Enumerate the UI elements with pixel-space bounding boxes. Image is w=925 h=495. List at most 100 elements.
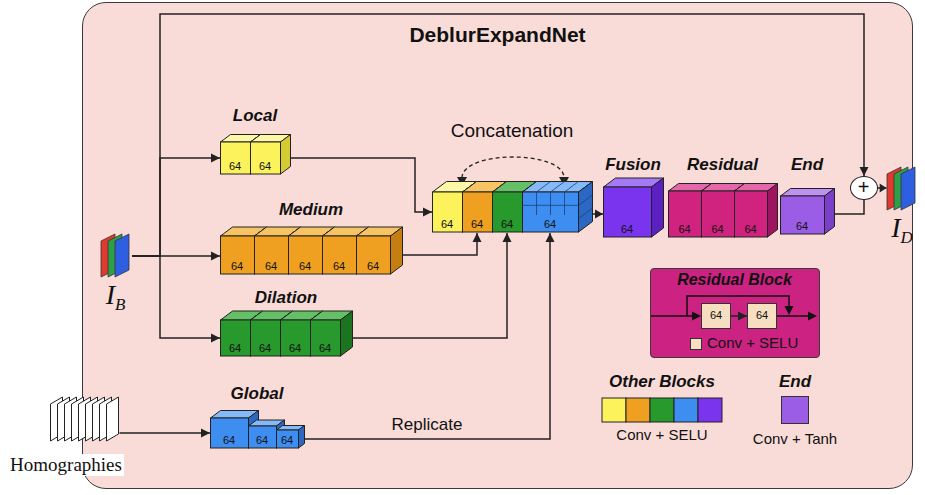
cube-side <box>298 425 304 448</box>
cube-front <box>701 191 734 237</box>
arrow-head <box>211 251 220 260</box>
cube-front <box>276 430 298 448</box>
grid-line <box>564 192 565 215</box>
inset-heading: Residual Block <box>651 271 819 289</box>
channel-count: 64 <box>780 220 824 233</box>
concat-stack: Concatenation64646464 <box>432 120 593 233</box>
channel-count: 64 <box>432 218 462 231</box>
arrow-head <box>545 233 554 242</box>
channel-count: 64 <box>734 223 767 236</box>
channel-count: 64 <box>254 260 288 273</box>
cube-front <box>492 192 522 232</box>
arrow-head <box>808 312 817 321</box>
cube-front <box>668 191 701 237</box>
cube-front <box>432 192 462 232</box>
arrow-head <box>211 153 220 162</box>
cube-front <box>780 196 824 234</box>
channel-count: 64 <box>356 260 390 273</box>
block-heading: Concatenation <box>451 120 574 142</box>
homography-stack: Homographies <box>4 396 128 480</box>
connector-line <box>132 14 864 256</box>
legend-heading: End <box>779 372 811 392</box>
connector-line <box>353 233 507 338</box>
image-layers <box>100 233 132 279</box>
connector <box>132 14 869 256</box>
channel-count: 64 <box>748 304 776 327</box>
output-wire <box>773 315 809 317</box>
channel-count: 64 <box>220 260 254 273</box>
block-heading: Medium <box>279 200 343 220</box>
grid-line <box>564 181 578 192</box>
image-layer <box>901 167 915 210</box>
connector <box>132 256 220 343</box>
grid-line <box>578 194 592 205</box>
image-symbol: I <box>106 279 115 310</box>
arrow-head <box>201 428 210 437</box>
cube-side <box>280 134 290 174</box>
grid-line <box>536 181 550 192</box>
channel-count: 64 <box>288 260 322 273</box>
legend-swatch <box>674 398 698 422</box>
cube-front <box>522 192 578 232</box>
sum-node: + <box>850 176 878 200</box>
cube-front <box>462 192 492 232</box>
channel-count: 64 <box>280 342 310 355</box>
cube-front <box>734 191 767 237</box>
channel-count: 64 <box>250 342 280 355</box>
conv-unit: 64 <box>701 303 731 329</box>
connector <box>878 183 887 192</box>
arrow-head <box>595 209 603 218</box>
block-heading: Global <box>231 384 284 404</box>
connector-line <box>119 432 210 434</box>
cube-front <box>310 320 340 356</box>
cube-side <box>578 181 592 232</box>
connector <box>353 233 512 338</box>
grid-line <box>550 192 551 215</box>
cube-side <box>340 311 352 356</box>
channel-count: 64 <box>210 434 248 447</box>
arrow-head <box>472 233 481 242</box>
arrow-head <box>738 312 747 321</box>
image-label: IB <box>92 279 140 311</box>
conv-unit: 64 <box>747 303 777 329</box>
grid-line <box>536 192 537 215</box>
dilation-branch: Dilation64646464 <box>220 288 353 357</box>
concat-dashed-arc <box>462 157 564 178</box>
channel-count: 64 <box>668 223 701 236</box>
cube-side <box>767 183 777 237</box>
cube-side <box>390 227 402 274</box>
connector-line <box>835 200 864 214</box>
sum-symbol: + <box>851 177 877 198</box>
connector <box>593 209 603 218</box>
cube-front <box>603 187 651 237</box>
channel-count: 64 <box>220 160 250 173</box>
image-layer <box>115 234 129 277</box>
input-image-stack: IB <box>100 233 132 317</box>
image-label: ID <box>878 212 925 244</box>
homography-sheets <box>50 396 119 442</box>
cube-front <box>322 236 356 274</box>
legend-swatch <box>602 398 626 422</box>
channel-count: 64 <box>492 218 522 231</box>
legend-swatch <box>781 396 809 424</box>
image-subscript: B <box>115 295 125 314</box>
channel-count: 64 <box>310 342 340 355</box>
cube-front <box>210 418 248 448</box>
legend-text: Conv + Tanh <box>753 430 837 447</box>
grid-line <box>578 208 592 219</box>
input-label: Homographies <box>8 454 124 476</box>
connector <box>403 233 482 255</box>
cube-side <box>824 188 834 234</box>
legend-swatch <box>690 338 702 350</box>
connector <box>132 153 220 256</box>
connector <box>835 200 864 214</box>
connector <box>731 312 747 321</box>
channel-count: 64 <box>276 434 298 447</box>
channel-count: 64 <box>522 218 578 231</box>
channel-count: 64 <box>250 160 280 173</box>
connector-line <box>305 233 550 439</box>
arrow-head <box>423 207 432 216</box>
connector-line <box>132 256 220 338</box>
cube-front <box>220 320 250 356</box>
image-symbol: I <box>891 212 900 243</box>
